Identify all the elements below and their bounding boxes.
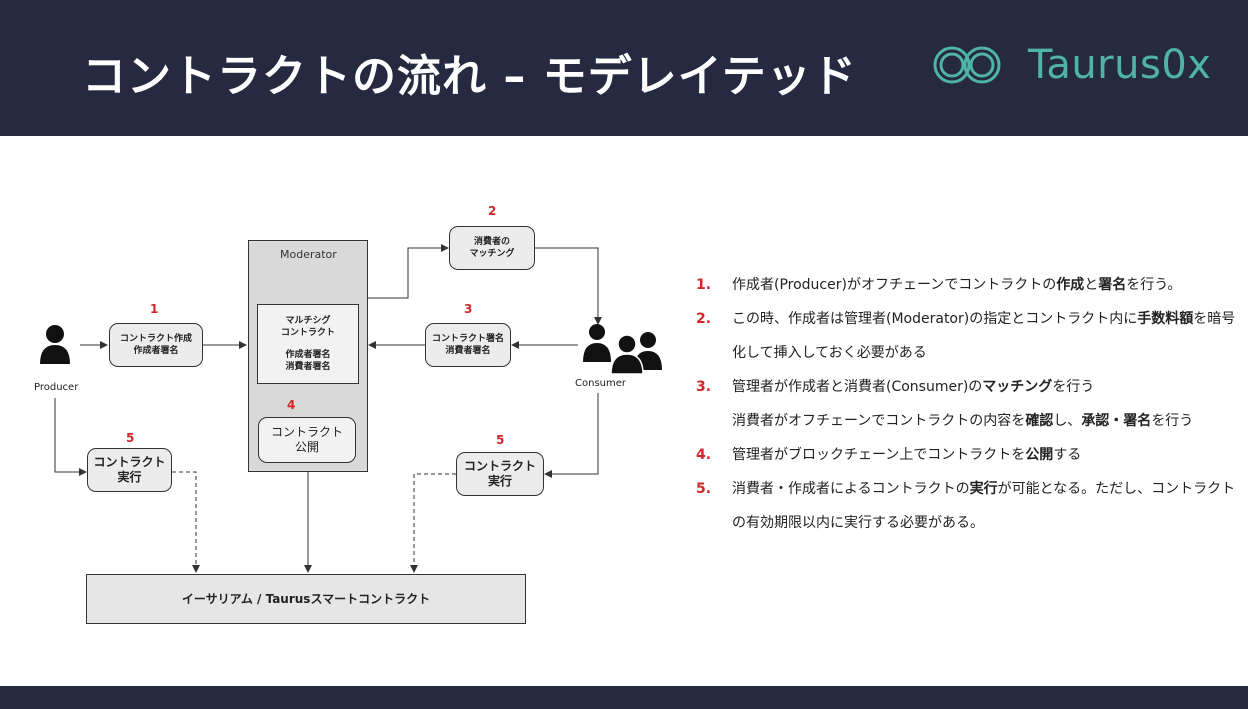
arrow-exec-right-to-bottom xyxy=(410,473,456,573)
multisig-line3: 作成者署名 xyxy=(285,350,331,360)
step-1-text-end: を行う。 xyxy=(1126,277,1182,293)
moderator-label: Moderator xyxy=(280,248,337,261)
step-4-text: 管理者がブロックチェーン上でコントラクトを xyxy=(732,447,1026,463)
step-3b-bold-approve: 承認・署名 xyxy=(1081,413,1152,429)
step-item-2: 2. この時、作成者は管理者(Moderator)の指定とコントラクト内に手数料… xyxy=(696,302,1236,370)
step-4-bold-publish: 公開 xyxy=(1025,447,1054,463)
consumer-sign-line2: 消費者署名 xyxy=(445,346,491,356)
step-item-4-number: 4. xyxy=(696,447,712,463)
matching-box: 消費者の マッチング xyxy=(449,226,535,270)
matching-line2: マッチング xyxy=(469,249,515,259)
consumer-sign-line1: コントラクト署名 xyxy=(431,334,504,344)
publish-line1: コントラクト xyxy=(270,425,343,439)
multisig-line2: コントラクト xyxy=(280,328,335,338)
execute-contract-right-box: コントラクト 実行 xyxy=(456,452,544,496)
arrow-exec-left-to-bottom xyxy=(172,471,200,573)
step-5-text: 消費者・作成者によるコントラクトの xyxy=(732,481,970,497)
step-4-text-end: する xyxy=(1053,447,1082,463)
step-3b-bold-confirm: 確認 xyxy=(1025,413,1054,429)
step-1-bold-sign: 署名 xyxy=(1098,277,1127,293)
header-bar xyxy=(0,0,1248,136)
consumer-label: Consumer xyxy=(575,378,626,389)
step-item-5: 5. 消費者・作成者によるコントラクトの実行が可能となる。ただし、コントラクトの… xyxy=(696,472,1236,540)
step-item-3: 3. 管理者が作成者と消費者(Consumer)のマッチングを行う xyxy=(696,370,1236,404)
matching-line1: 消費者の xyxy=(473,237,510,247)
step-number-5-right: 5 xyxy=(496,433,505,447)
step-item-1: 1. 作成者(Producer)がオフチェーンでコントラクトの作成と署名を行う。 xyxy=(696,268,1236,302)
step-number-3: 3 xyxy=(464,302,473,316)
step-item-1-number: 1. xyxy=(696,277,712,293)
create-contract-line2: 作成者署名 xyxy=(133,346,179,356)
multisig-line1: マルチシグ xyxy=(285,316,331,326)
arrow-consumer-to-exec xyxy=(544,393,599,478)
exec-right-line1: コントラクト xyxy=(463,459,536,473)
step-item-2-number: 2. xyxy=(696,311,712,327)
create-contract-line1: コントラクト作成 xyxy=(119,334,192,344)
logo-text: Taurus0x xyxy=(1028,42,1212,88)
step-3b-text-mid: し、 xyxy=(1053,413,1082,429)
multisig-contract-box: マルチシグ コントラクト 作成者署名 消費者署名 xyxy=(257,304,359,384)
ethereum-box-label: イーサリアム / Taurusスマートコントラクト xyxy=(181,591,431,606)
steps-list: 1. 作成者(Producer)がオフチェーンでコントラクトの作成と署名を行う。… xyxy=(696,268,1236,540)
step-1-bold-create: 作成 xyxy=(1056,277,1085,293)
step-item-5-number: 5. xyxy=(696,481,712,497)
step-5-bold-execute: 実行 xyxy=(969,481,998,497)
step-1-text: 作成者(Producer)がオフチェーンでコントラクトの xyxy=(732,277,1057,293)
step-3b-text-end: を行う xyxy=(1151,413,1194,429)
exec-right-line2: 実行 xyxy=(487,474,512,488)
arrow-matching-to-consumer xyxy=(535,247,602,325)
step-3-text: 管理者が作成者と消費者(Consumer)の xyxy=(732,379,983,395)
step-5-text-end: が可能となる。ただし、コントラクトの有効期限以内に実行する必要がある。 xyxy=(732,481,1236,531)
arrow-producer-to-exec xyxy=(54,398,87,476)
exec-left-line1: コントラクト xyxy=(93,455,166,469)
step-3b-text: 消費者がオフチェーンでコントラクトの内容を xyxy=(732,413,1026,429)
step-2-text: この時、作成者は管理者(Moderator)の指定とコントラクト内に xyxy=(732,311,1138,327)
step-1-text-and: と xyxy=(1084,277,1099,293)
consumer-group-icon xyxy=(583,324,662,375)
step-number-5-left: 5 xyxy=(126,431,135,445)
consumer-sign-box: コントラクト署名 消費者署名 xyxy=(425,323,511,367)
step-3-bold-matching: マッチング xyxy=(982,379,1053,395)
exec-left-line2: 実行 xyxy=(117,470,142,484)
logo: Taurus0x xyxy=(930,42,1211,88)
taurus-logo-icon xyxy=(933,46,1001,84)
publish-contract-box: コントラクト 公開 xyxy=(258,417,356,463)
arrow-moderator-to-matching xyxy=(368,244,449,299)
step-number-1: 1 xyxy=(150,302,159,316)
ethereum-smart-contract-box: イーサリアム / Taurusスマートコントラクト xyxy=(86,574,526,624)
step-2-bold-fee: 手数料額 xyxy=(1137,311,1194,327)
producer-person-icon xyxy=(40,325,70,364)
flow-diagram: Moderator Producer Consumer 1 2 3 4 5 5 … xyxy=(0,136,680,686)
step-2-text-end: を暗号化して挿入しておく必要がある xyxy=(732,311,1236,361)
step-number-2: 2 xyxy=(488,204,497,218)
multisig-line4: 消費者署名 xyxy=(285,362,331,372)
step-3-text-end: を行う xyxy=(1052,379,1095,395)
step-item-3-number: 3. xyxy=(696,379,712,395)
create-contract-box: コントラクト作成 作成者署名 xyxy=(109,323,203,367)
page-title: コントラクトの流れ – モデレイテッド xyxy=(82,51,857,102)
publish-line2: 公開 xyxy=(294,440,319,454)
step-item-4: 4. 管理者がブロックチェーン上でコントラクトを公開する xyxy=(696,438,1236,472)
step-number-4: 4 xyxy=(287,398,296,412)
execute-contract-left-box: コントラクト 実行 xyxy=(87,448,172,492)
producer-label: Producer xyxy=(34,382,79,393)
step-item-3-continued: 消費者がオフチェーンでコントラクトの内容を確認し、承認・署名を行う xyxy=(696,404,1236,438)
footer-bar xyxy=(0,686,1248,709)
